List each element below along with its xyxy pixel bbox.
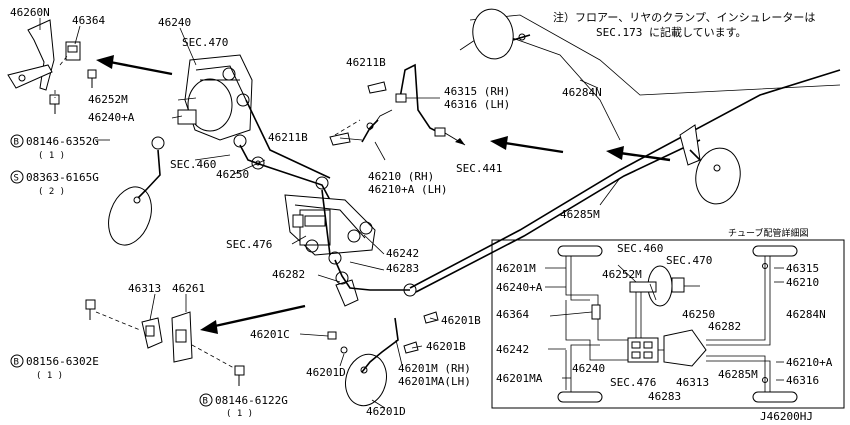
label-46313-top: 46313 [128,282,161,295]
circle-s: S [14,174,19,184]
label-46211b-b: 46211B [268,131,308,144]
label-46201b-a: 46201B [441,314,481,327]
detail-46252m: 46252M [602,268,642,281]
label-46260n: 46260N [10,6,50,19]
label-bolt3-code: 08156-6302E [26,355,99,368]
clip-46364-top [65,41,81,61]
arrow-to-sec441 [490,136,564,154]
detail-46364: 46364 [496,308,529,321]
label-46210-top: 46210 (RH) [368,170,434,183]
front-right-wheel [327,311,439,407]
detail-46240: 46240 [572,362,605,375]
label-bolt2-qty: ( 2 ) [38,187,65,197]
pipe-46250 [239,99,331,201]
note-text: 注）フロアー、リヤのクランプ、インシュレーターは SEC.173 に記載していま… [553,10,815,39]
label-46211b-a: 46211B [346,56,386,69]
detail-sec460: SEC.460 [617,242,663,255]
clip-46313 [141,317,163,349]
label-bolt1-qty: ( 1 ) [38,151,65,161]
circle-b-1: B [14,138,19,148]
label-46283-top: 46283 [386,262,419,275]
bolt3-label: B 08156-6302E ( 1 ) [10,354,99,381]
detail-inset: チューブ配管詳細図 [491,227,845,409]
label-46250-top: 46250 [216,168,249,181]
detail-sec476: SEC.476 [610,376,656,389]
label-46201m-rh: 46201M (RH) [398,362,471,375]
arrow-to-bracket [96,55,173,76]
detail-46201ma: 46201MA [496,372,543,385]
label-sec441: SEC.441 [456,162,502,175]
detail-46250: 46250 [682,308,715,321]
bolt2-label: S 08363-6165G ( 2 ) [10,170,99,197]
detail-46210: 46210 [786,276,819,289]
bolt1-label: B 08146-6352G ( 1 ) [10,134,99,161]
label-46201ma-lh: 46201MA(LH) [398,375,471,388]
rear-left-wheel [472,8,531,60]
detail-46283: 46283 [648,390,681,403]
label-46252m-top: 46252M [88,93,128,106]
note-line-2: SEC.173 に記載しています。 [596,25,747,39]
arrow-from-right-wheel [606,146,671,162]
label-46201d-b: 46201D [366,405,406,418]
label-46201b-b: 46201B [426,340,466,353]
bracket-46260n [7,19,55,91]
detail-46313: 46313 [676,376,709,389]
bolt4-label: B 08146-6122G ( 1 ) [199,393,288,419]
detail-46282: 46282 [708,320,741,333]
detail-46240a: 46240+A [496,281,543,294]
detail-title: チューブ配管詳細図 [728,227,808,239]
label-bolt3-qty: ( 1 ) [36,371,63,381]
junction-46282 [321,189,417,307]
label-46364-top: 46364 [72,14,105,27]
label-46201c: 46201C [250,328,290,341]
detail-46315: 46315 [786,262,819,275]
bolt-top-left [49,69,97,114]
label-sec470-top: SEC.470 [182,36,228,49]
label-46316-top: 46316 (LH) [444,98,510,111]
bolt-46261 [191,344,245,386]
front-hose-46315 [329,63,466,146]
detail-46316: 46316 [786,374,819,387]
label-bolt4-code: 08146-6122G [215,394,288,407]
detail-sec470: SEC.470 [666,254,712,267]
arrow-to-46261 [200,304,306,334]
label-sec460-top: SEC.460 [170,158,216,171]
label-46284n-top: 46284N [562,86,602,99]
label-bolt1-code: 08146-6352G [26,135,99,148]
circle-b-3: B [14,358,19,368]
rear-right-wheel [679,124,741,205]
label-46201d-a: 46201D [306,366,346,379]
actuator-bracket [284,194,376,256]
label-bolt4-qty: ( 1 ) [226,409,253,419]
label-46315-top: 46315 (RH) [444,85,510,98]
note-line-1: 注）フロアー、リヤのクランプ、インシュレーターは [553,10,815,24]
label-46210a-top: 46210+A (LH) [368,183,447,196]
detail-46201m: 46201M [496,262,536,275]
label-46240a-top: 46240+A [88,111,135,124]
detail-46210a: 46210+A [786,356,833,369]
label-46242-top: 46242 [386,247,419,260]
detail-46284n: 46284N [786,308,826,321]
detail-46285m: 46285M [718,368,758,381]
leader-lines [39,18,621,409]
label-sec476-top: SEC.476 [226,238,272,251]
label-46282-top: 46282 [272,268,305,281]
bolt-46313 [85,299,141,331]
label-46240: 46240 [158,16,191,29]
label-bolt2-code: 08363-6165G [26,171,99,184]
circle-b-4: B [203,397,208,407]
front-left-wheel [108,149,161,246]
detail-46242: 46242 [496,343,529,356]
label-46285m-top: 46285M [560,208,600,221]
bracket-46261 [171,311,193,363]
master-cylinder-assembly [151,54,253,150]
label-46261: 46261 [172,282,205,295]
diagram-id: J46200HJ [760,410,813,423]
